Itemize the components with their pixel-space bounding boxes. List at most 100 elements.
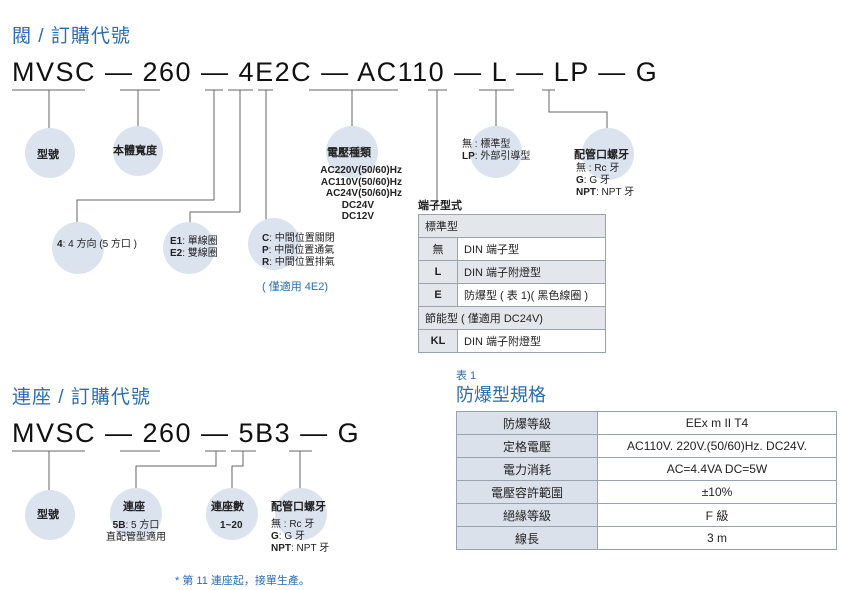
bubble-count [206, 488, 258, 540]
label-base: 連座 [123, 501, 145, 513]
label-model: 型號 [37, 149, 59, 161]
table-row: KL DIN 端子附燈型 [418, 329, 606, 353]
voltage-option: AC110V(50/60)Hz [320, 176, 402, 188]
terminal-table: 標準型 無 DIN 端子型 L DIN 端子附燈型 E 防爆型 ( 表 1)( … [418, 214, 606, 353]
terminal-code: L [418, 260, 458, 284]
terminal-lp-desc: 無 : 標準型 LP: 外部引導型 [462, 139, 530, 163]
bubble-voltage [326, 126, 378, 178]
terminal-standard: 無 : 標準型 [462, 139, 511, 150]
base-desc-line2: 直配管型適用 [106, 532, 166, 543]
bubble-model-2 [25, 490, 75, 540]
bubble-base [110, 488, 162, 540]
base-key: 5B [112, 520, 126, 531]
direction-val: : 4 方向 (5 方口 ) [62, 239, 138, 250]
terminal-code: E [418, 283, 458, 307]
center-r-key: R [262, 257, 270, 268]
thread-npt-key: NPT [271, 543, 291, 554]
label-port-thread-2: 配管口螺牙 [271, 501, 326, 513]
terminal-group-standard: 標準型 [418, 214, 606, 238]
coil-e1-key: E1 [170, 236, 183, 247]
base-val: : 5 方口 [125, 520, 160, 531]
label-count: 連座數 [211, 501, 244, 513]
table-row: 無 DIN 端子型 [418, 237, 606, 261]
voltage-option: AC24V(50/60)Hz [325, 188, 402, 199]
thread-rc: 無 : Rc 牙 [271, 519, 315, 530]
spec-value: 3 m [597, 526, 837, 550]
valve-order-title: 閥 / 訂購代號 [12, 26, 131, 47]
label-model-2: 型號 [37, 509, 59, 521]
spec-key: 絕緣等級 [456, 503, 598, 527]
terminal-group-eco: 節能型 ( 僅適用 DC24V) [418, 306, 606, 330]
coil-e2-val: : 雙線圈 [182, 248, 218, 259]
table-row: 電壓容許範圍±10% [456, 480, 837, 504]
spec-key: 電壓容許範圍 [456, 480, 598, 504]
bubble-body-width [113, 126, 163, 176]
terminal-desc: DIN 端子型 [457, 237, 606, 261]
coil-e2-key: E2 [170, 248, 183, 259]
label-terminal: 端子型式 [418, 200, 462, 212]
center-desc: C: 中間位置關閉 P: 中間位置通氣 R: 中間位置排氣 [262, 233, 335, 269]
thread-npt-key: NPT [576, 187, 596, 198]
table-row: 標準型 [418, 214, 606, 238]
bubble-coil [163, 222, 215, 274]
bubble-model [25, 128, 75, 178]
terminal-code: KL [418, 329, 458, 353]
base-desc: 5B: 5 方口 直配管型適用 [100, 520, 172, 544]
footnote: * 第 11 連座起，接單生產。 [175, 575, 310, 587]
thread-g-key: G [576, 175, 584, 186]
thread-g-val: : G 牙 [583, 175, 610, 186]
terminal-code: 無 [418, 237, 458, 261]
spec-value: EEx m II T4 [597, 411, 837, 435]
table-number: 表 1 [456, 370, 477, 382]
table-row: E 防爆型 ( 表 1)( 黑色線圈 ) [418, 283, 606, 307]
bubble-center [248, 218, 300, 270]
valve-order-code: MVSC — 260 — 4E2C — AC110 — L — LP — G [12, 57, 659, 87]
spec-value: AC110V. 220V.(50/60)Hz. DC24V. [597, 434, 837, 458]
center-r-val: : 中間位置排氣 [269, 257, 335, 268]
voltage-options: AC220V(50/60)Hz AC110V(50/60)Hz AC24V(50… [307, 165, 402, 223]
spec-value: ±10% [597, 480, 837, 504]
bubble-port-thread [582, 128, 634, 180]
label-body-width: 本體寬度 [113, 145, 157, 157]
table-row: 節能型 ( 僅適用 DC24V) [418, 306, 606, 330]
thread-npt-val: : NPT 牙 [596, 187, 635, 198]
terminal-desc: DIN 端子附燈型 [457, 260, 606, 284]
bubble-direction [52, 222, 104, 274]
spec-key: 定格電壓 [456, 434, 598, 458]
spec-title: 防爆型規格 [456, 385, 546, 405]
spec-key: 線長 [456, 526, 598, 550]
thread-options: 無 : Rc 牙 G: G 牙 NPT: NPT 牙 [576, 163, 634, 199]
thread-g-val: : G 牙 [278, 531, 305, 542]
terminal-lp-key: LP [462, 151, 475, 162]
center-p-val: : 中間位置通氣 [268, 245, 335, 256]
terminal-lp-val: : 外部引導型 [474, 151, 531, 162]
coil-desc: E1: 單線圈 E2: 雙線圈 [170, 236, 218, 260]
direction-key: 4 [57, 239, 63, 250]
center-note: ( 僅適用 4E2) [262, 281, 329, 293]
voltage-option: DC24V [341, 199, 374, 211]
voltage-option: DC12V [341, 211, 374, 222]
thread-npt-val: : NPT 牙 [291, 543, 330, 554]
thread-g-key: G [271, 531, 279, 542]
base-order-code: MVSC — 260 — 5B3 — G [12, 418, 361, 448]
base-order-title: 連座 / 訂購代號 [12, 387, 151, 408]
spec-key: 電力消耗 [456, 457, 598, 481]
spec-key: 防爆等級 [456, 411, 598, 435]
terminal-desc: DIN 端子附燈型 [457, 329, 606, 353]
bubble-terminal-lp [470, 126, 522, 178]
bubble-port-thread-2 [275, 488, 327, 540]
table-row: L DIN 端子附燈型 [418, 260, 606, 284]
count-range: 1~20 [220, 520, 243, 531]
center-c-key: C [262, 233, 270, 244]
center-p-key: P [262, 245, 269, 256]
center-c-val: : 中間位置關閉 [269, 233, 335, 244]
spec-value: AC=4.4VA DC=5W [597, 457, 837, 481]
direction-desc: 4: 4 方向 (5 方口 ) [57, 239, 137, 251]
